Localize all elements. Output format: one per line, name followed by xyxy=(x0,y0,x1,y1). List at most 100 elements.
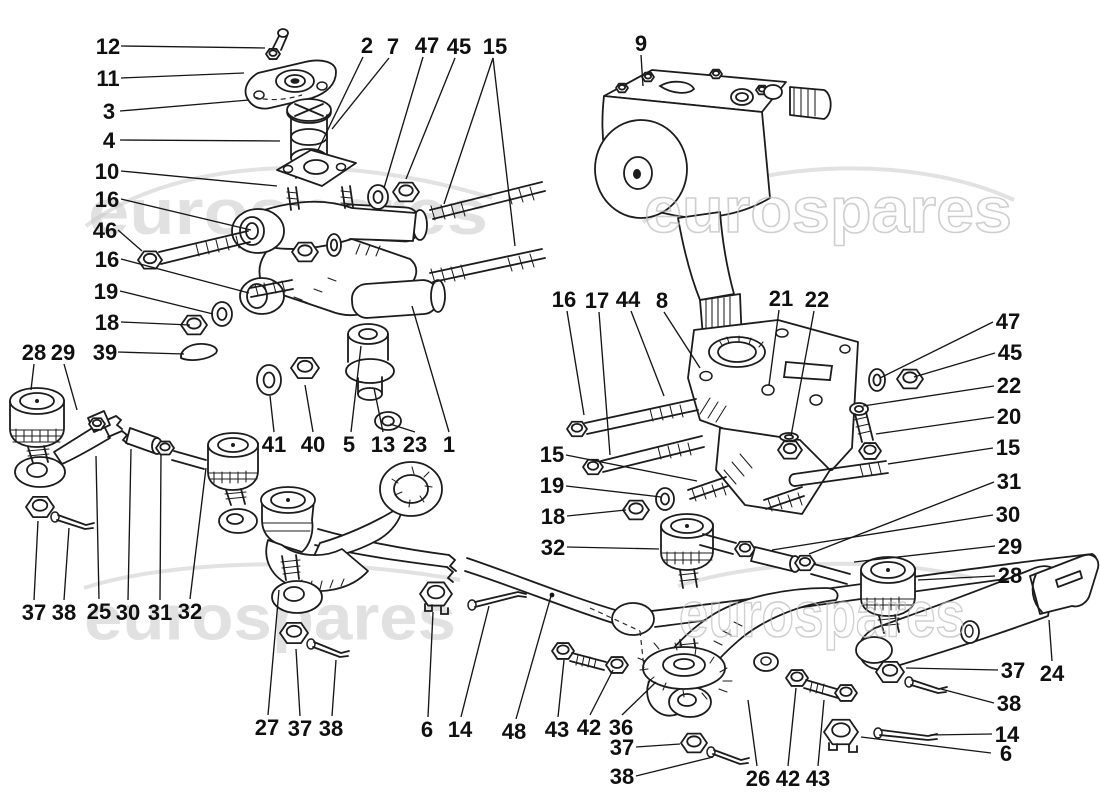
part-number-label: 37 xyxy=(22,600,46,625)
leader-line xyxy=(304,384,314,433)
leader-line xyxy=(120,198,252,231)
leader-line xyxy=(317,56,364,151)
part-number-label: 38 xyxy=(52,600,76,625)
part-number-label: 42 xyxy=(577,715,601,740)
leader-line xyxy=(565,485,662,498)
leader-line xyxy=(875,416,995,435)
leader-line xyxy=(411,305,450,433)
leader-line xyxy=(663,311,701,369)
part-number-label: 38 xyxy=(997,691,1021,716)
leader-line xyxy=(860,736,992,754)
leader-line xyxy=(635,743,681,748)
part-number-label: 12 xyxy=(96,34,120,59)
leader-line xyxy=(331,659,337,717)
part-number-label: 39 xyxy=(93,340,117,365)
leader-line xyxy=(905,667,999,671)
idler-support-assembly-drawing xyxy=(137,28,546,431)
hex-nut xyxy=(709,68,723,80)
leader-line xyxy=(33,520,39,601)
leader-line xyxy=(267,589,280,716)
part-number-label: 32 xyxy=(541,535,565,560)
leader-line xyxy=(350,345,362,433)
leader-line xyxy=(887,447,994,465)
leader-line xyxy=(427,611,434,718)
part-number-label: 20 xyxy=(997,404,1021,429)
part-number-label: 40 xyxy=(301,432,325,457)
part-number-label: 45 xyxy=(447,34,471,59)
hex-nut xyxy=(25,495,55,519)
leader-line xyxy=(119,290,214,315)
hex-nut xyxy=(734,540,756,558)
part-number-label: 19 xyxy=(540,473,564,498)
leader-line xyxy=(1048,619,1053,662)
part-number-label: 29 xyxy=(51,340,75,365)
leader-line xyxy=(808,481,995,555)
leader-line xyxy=(30,363,35,391)
hex-nut xyxy=(551,642,575,660)
leader-line xyxy=(405,57,456,180)
part-number-label: 18 xyxy=(541,504,565,529)
hex-nut xyxy=(392,181,420,203)
hex-nut xyxy=(858,442,882,460)
leader-line xyxy=(557,659,565,718)
leader-line xyxy=(492,57,516,247)
leader-line xyxy=(621,681,657,716)
part-number-label: 10 xyxy=(95,159,119,184)
hex-nut xyxy=(622,499,650,521)
part-number-label: 31 xyxy=(148,600,172,625)
leader-line xyxy=(95,455,100,600)
washer xyxy=(211,301,233,327)
steering-box-drawing xyxy=(566,68,924,515)
leader-line xyxy=(640,54,644,87)
leader-line xyxy=(373,387,384,433)
hex-nut xyxy=(290,356,320,380)
part-number-label: 37 xyxy=(610,735,634,760)
hex-nut xyxy=(875,660,905,684)
hex-nut xyxy=(823,718,859,746)
part-number-label: 42 xyxy=(776,766,800,791)
hex-nut xyxy=(680,732,708,754)
leader-line xyxy=(566,310,585,416)
leader-line xyxy=(120,72,245,79)
part-number-label: 22 xyxy=(997,373,1021,398)
leader-line xyxy=(120,45,266,49)
part-number-label: 13 xyxy=(371,432,395,457)
leader-line xyxy=(117,351,185,355)
leader-line xyxy=(127,448,132,601)
part-number-label: 38 xyxy=(610,764,634,789)
part-number-label: 14 xyxy=(448,717,473,742)
part-number-label: 15 xyxy=(540,442,564,467)
hex-nut xyxy=(291,241,319,263)
leader-line xyxy=(63,363,78,411)
right-tie-rod-drawing xyxy=(699,533,1100,694)
leader-line xyxy=(787,687,797,767)
hex-nut xyxy=(834,684,858,702)
part-number-label: 22 xyxy=(805,287,829,312)
part-number-label: 5 xyxy=(343,432,355,457)
leader-line xyxy=(566,546,660,550)
leader-line xyxy=(817,699,825,767)
part-number-label: 46 xyxy=(93,218,117,243)
hex-nut xyxy=(88,417,106,431)
part-number-label: 28 xyxy=(998,563,1022,588)
leader-line xyxy=(120,321,191,326)
watermark-swoosh xyxy=(84,165,493,228)
part-number-label: 4 xyxy=(103,128,116,153)
hex-nut xyxy=(605,656,629,674)
leader-line xyxy=(771,514,994,551)
leader-line xyxy=(295,648,301,717)
part-number-label: 14 xyxy=(995,722,1020,747)
leader-line xyxy=(598,311,611,456)
part-number-label: 23 xyxy=(403,432,427,457)
watermark-text: eurospares xyxy=(644,174,1012,246)
leader-line xyxy=(460,605,490,718)
leader-line xyxy=(565,454,698,482)
part-number-label: 37 xyxy=(1001,658,1025,683)
part-number-label: 27 xyxy=(255,715,279,740)
washer xyxy=(849,402,869,416)
hex-nut xyxy=(419,581,453,607)
part-number-label: 8 xyxy=(656,288,668,313)
part-number-label: 30 xyxy=(996,502,1020,527)
leader-line xyxy=(515,595,552,720)
